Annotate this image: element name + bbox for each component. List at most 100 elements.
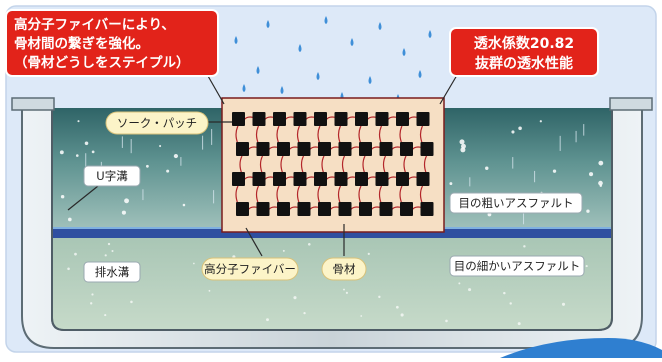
aggregate-stone bbox=[293, 172, 307, 186]
fine-asphalt-dot bbox=[395, 305, 399, 309]
label-fine-asphalt: 目の細かいアスファルト bbox=[449, 255, 585, 277]
aggregate-stone bbox=[236, 142, 249, 156]
aggregate-stone bbox=[318, 142, 331, 156]
fine-asphalt-dot bbox=[378, 295, 381, 299]
aggregate-stone bbox=[416, 172, 430, 186]
fine-asphalt-dot bbox=[307, 243, 311, 246]
fine-asphalt-layer bbox=[52, 238, 612, 338]
polymer-callout-line-1: 高分子ファイバーにより、 bbox=[14, 16, 175, 33]
rain-drop bbox=[350, 38, 354, 46]
fine-asphalt-dot bbox=[400, 313, 404, 317]
water-dot bbox=[598, 180, 603, 186]
aggregate-stone bbox=[252, 112, 266, 126]
rain-drop bbox=[368, 76, 372, 84]
aggregate-stone bbox=[416, 112, 430, 126]
rain-drop bbox=[256, 66, 260, 74]
water-dot bbox=[589, 172, 594, 177]
aggregate-stone bbox=[297, 202, 311, 216]
label-soak-patch-text: ソーク・パッチ bbox=[117, 116, 197, 130]
water-dot bbox=[485, 166, 489, 170]
polymer-callout-line-2: 骨材間の繋ぎを強化。 bbox=[14, 35, 149, 52]
rain-drop bbox=[266, 20, 270, 28]
water-dot bbox=[84, 141, 89, 146]
water-dot bbox=[586, 209, 590, 213]
blue-separator-layer bbox=[52, 228, 612, 238]
fine-asphalt-dot bbox=[104, 313, 107, 317]
water-dot bbox=[460, 147, 466, 153]
label-aggregate-text: 骨材 bbox=[333, 262, 356, 276]
aggregate-stone bbox=[277, 202, 290, 216]
water-dot bbox=[91, 150, 95, 154]
aggregate-stone bbox=[314, 112, 327, 126]
polymer-callout-line-3: （骨材どうしをステイプル） bbox=[14, 54, 190, 71]
label-drain-channel: 排水溝 bbox=[83, 261, 141, 283]
aggregate-stone bbox=[355, 172, 368, 186]
water-dot bbox=[599, 184, 603, 188]
aggregate-stone bbox=[314, 172, 327, 186]
aggregate-stone bbox=[420, 202, 434, 216]
fine-asphalt-dot bbox=[360, 315, 363, 317]
label-aggregate-pill bbox=[321, 257, 367, 281]
aggregate-stone bbox=[273, 112, 286, 126]
water-dot bbox=[173, 153, 179, 159]
water-dot bbox=[182, 203, 186, 207]
label-soak-patch-pill bbox=[105, 111, 209, 135]
fine-asphalt-dot bbox=[343, 288, 345, 291]
aggregate-stone bbox=[256, 202, 270, 216]
rain-drop bbox=[428, 30, 432, 38]
rain-drop bbox=[242, 84, 246, 92]
rain-drop bbox=[418, 70, 422, 78]
aggregate-stone bbox=[355, 112, 368, 126]
water-dot bbox=[77, 120, 80, 123]
permeability-callout: 透水係数20.82 抜群の透水性能 bbox=[449, 27, 599, 77]
u-channel-inner-edge bbox=[51, 108, 613, 331]
rain-drop bbox=[298, 44, 302, 52]
permeability-callout-line-1: 透水係数20.82 bbox=[474, 35, 574, 52]
label-fine-asphalt-text: 目の細かいアスファルト bbox=[454, 259, 581, 273]
water-dot bbox=[68, 217, 72, 222]
fine-asphalt-dot bbox=[104, 254, 107, 257]
label-u-channel-text: U字溝 bbox=[96, 169, 128, 183]
aggregate-stone bbox=[256, 142, 270, 156]
water-dot bbox=[552, 169, 557, 173]
label-u-channel-box bbox=[83, 165, 141, 187]
aggregate-stone bbox=[400, 202, 413, 216]
water-dot bbox=[59, 150, 64, 155]
water-dot bbox=[60, 194, 65, 199]
label-aggregate: 骨材 bbox=[321, 257, 367, 281]
permeability-callout-line-2: 抜群の透水性能 bbox=[475, 55, 573, 72]
aggregate-stone bbox=[420, 142, 434, 156]
water-dot bbox=[449, 182, 453, 186]
water-dot bbox=[75, 154, 79, 157]
fine-asphalt-dot bbox=[193, 262, 195, 265]
water-dot bbox=[461, 143, 466, 149]
aggregate-stone bbox=[334, 172, 348, 186]
label-fine-asphalt-box bbox=[449, 255, 585, 277]
fine-asphalt-dot bbox=[561, 302, 566, 306]
water-dot bbox=[159, 145, 162, 148]
water-dot bbox=[459, 139, 465, 145]
aggregate-stone bbox=[396, 112, 409, 126]
aggregate-stone bbox=[338, 202, 352, 216]
fine-asphalt-dot bbox=[90, 302, 93, 305]
soak-patch-block bbox=[221, 97, 445, 233]
aggregate-stone bbox=[318, 202, 331, 216]
water-dot bbox=[166, 169, 170, 173]
aggregate-stone bbox=[277, 142, 290, 156]
aggregate-stone bbox=[293, 112, 307, 126]
water-dot bbox=[598, 160, 604, 166]
fine-asphalt-dot bbox=[523, 245, 526, 248]
water-dot bbox=[145, 164, 149, 168]
aggregate-stones bbox=[232, 112, 434, 216]
water-dot bbox=[124, 198, 129, 204]
label-polymer-fiber: 高分子ファイバー bbox=[201, 257, 299, 281]
permeability-callout-box bbox=[449, 27, 599, 77]
water-dot bbox=[511, 130, 515, 134]
water-dot bbox=[121, 210, 126, 215]
aggregate-stone bbox=[232, 112, 245, 126]
label-coarse-asphalt: 目の粗いアスファルト bbox=[449, 192, 583, 214]
aggregate-stone bbox=[396, 172, 409, 186]
fine-asphalt-dot bbox=[282, 249, 285, 252]
